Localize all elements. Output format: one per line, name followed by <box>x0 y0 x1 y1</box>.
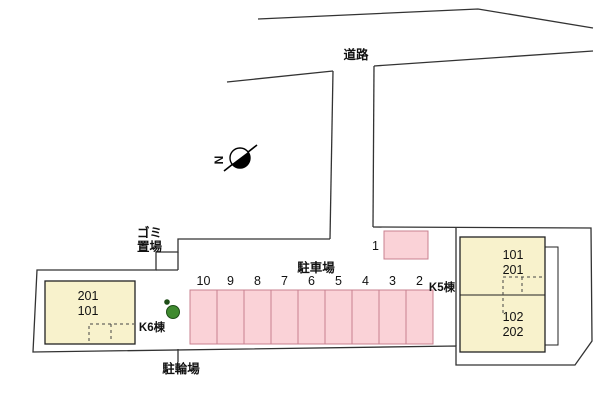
bicycle-parking-label: 駐輪場 <box>162 361 200 376</box>
driveway-right-edge <box>372 65 375 228</box>
k6-building-label: K6棟 <box>139 320 166 334</box>
stall-number: 8 <box>254 274 261 288</box>
stall-number: 4 <box>362 274 369 288</box>
building-k6 <box>44 280 136 345</box>
stall-number: 7 <box>281 274 288 288</box>
garbage-label-line1: ゴミ <box>137 225 162 240</box>
parking-stall-1 <box>383 230 429 260</box>
parking-lot-label: 駐車場 <box>297 260 335 275</box>
k6-room-label: 101 <box>78 304 99 318</box>
stall-number: 10 <box>197 274 211 288</box>
stall-number: 3 <box>389 274 396 288</box>
k5-stairs-dashed <box>502 276 542 313</box>
stall-number: 2 <box>416 274 423 288</box>
parking-stall <box>189 289 218 345</box>
stall-number: 5 <box>335 274 342 288</box>
parking-stall <box>243 289 272 345</box>
tree-small-icon <box>164 299 170 305</box>
compass-north-letter: N <box>212 156 226 165</box>
k5-building-label: K5棟 <box>429 280 456 294</box>
parking-stall <box>351 289 380 345</box>
parking-stall <box>270 289 299 345</box>
garbage-label-line2: 置場 <box>137 239 163 254</box>
k5-balcony <box>544 246 559 346</box>
stall-number: 6 <box>308 274 315 288</box>
compass-half-fill <box>232 152 250 168</box>
tree-icon <box>166 305 180 319</box>
k5-room-label: 201 <box>503 263 524 277</box>
parking-stall <box>297 289 326 345</box>
k5-room-label: 102 <box>503 310 524 324</box>
driveway-left-edge <box>329 70 334 240</box>
road-label: 道路 <box>343 47 369 62</box>
road-bottom-edge-left <box>226 70 334 83</box>
garbage-area-box <box>156 252 179 271</box>
stall-number: 9 <box>227 274 234 288</box>
parking-stall <box>216 289 245 345</box>
road-top-edge <box>257 8 594 29</box>
compass-icon: N <box>212 144 258 172</box>
k5-room-label: 202 <box>503 325 524 339</box>
parking-stall <box>378 289 407 345</box>
k6-room-label: 201 <box>78 289 99 303</box>
parking-stall <box>405 289 434 345</box>
k5-room-label: 101 <box>503 248 524 262</box>
parking-stall <box>324 289 353 345</box>
road-bottom-edge-right <box>373 50 594 67</box>
parking-stall-1-number: 1 <box>372 239 379 253</box>
